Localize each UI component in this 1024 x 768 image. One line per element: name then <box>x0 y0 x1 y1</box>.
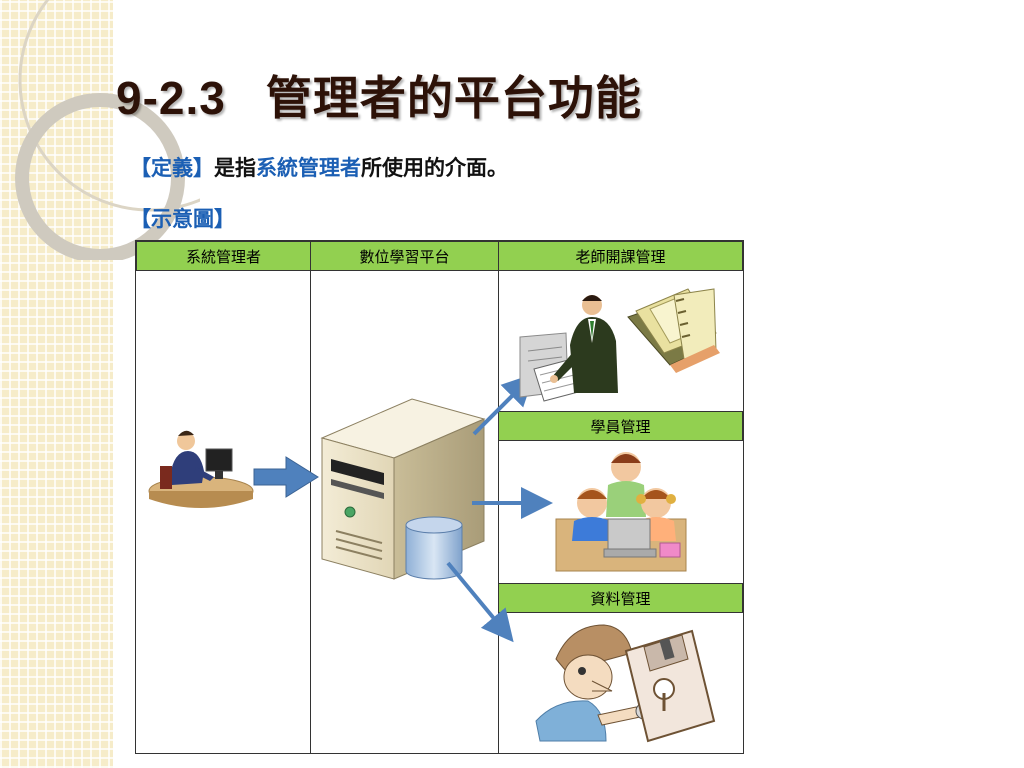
arrow-to-teacher <box>472 373 535 436</box>
definition-label: 【定義】 <box>130 156 214 180</box>
title-number: 9-2.3 <box>116 72 226 124</box>
diagram-artwork <box>148 288 720 743</box>
title-text: 管理者的平台功能 <box>265 71 642 125</box>
students-at-computer-icon <box>555 452 687 572</box>
diagram: 系統管理者 數位學習平台 老師開課管理 學員管理 資料管理 <box>135 240 744 754</box>
header-student: 學員管理 <box>498 411 743 441</box>
header-platform: 數位學習平台 <box>310 241 499 271</box>
definition-text-before: 是指 <box>214 156 256 180</box>
page-title: 9-2.3 管理者的平台功能 <box>116 62 642 128</box>
column-divider-1 <box>310 241 311 753</box>
arrow-admin-to-platform <box>253 456 319 498</box>
notebook-icon <box>627 288 720 373</box>
arrow-to-data <box>446 561 514 643</box>
teacher-writing-icon <box>519 295 618 402</box>
header-data: 資料管理 <box>498 583 743 613</box>
technician-with-key-icon <box>535 624 671 742</box>
decorative-side-strip <box>0 0 116 768</box>
definition-highlight: 系統管理者 <box>256 156 361 180</box>
column-divider-2 <box>498 241 499 753</box>
definition-text-after: 所使用的介面。 <box>361 156 508 180</box>
definition-line: 【定義】是指系統管理者所使用的介面。 <box>130 152 508 182</box>
admin-at-computer-icon <box>148 430 254 508</box>
decorative-rings <box>15 0 200 260</box>
figure-label: 【示意圖】 <box>130 207 235 231</box>
header-teacher: 老師開課管理 <box>498 241 743 271</box>
floppy-disk-icon <box>624 629 716 743</box>
